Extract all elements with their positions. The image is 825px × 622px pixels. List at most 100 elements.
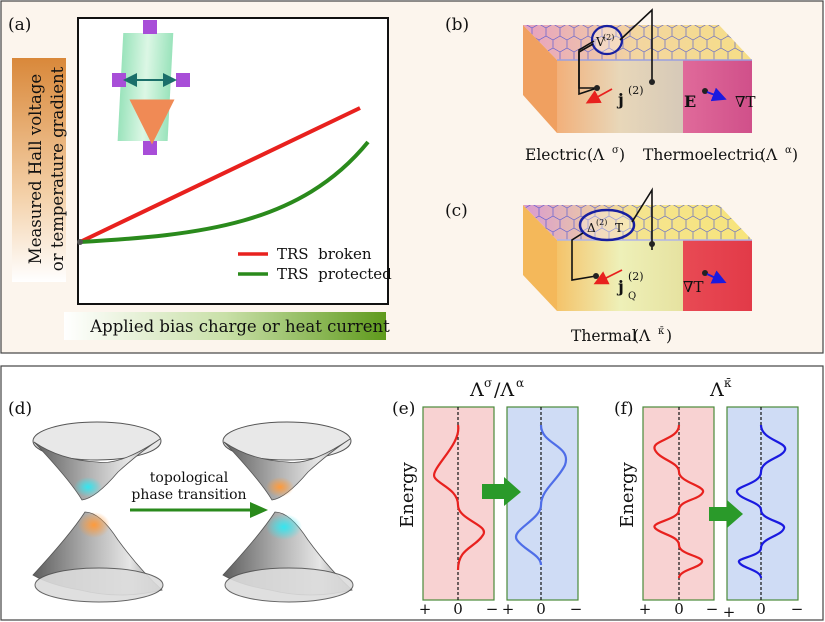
current-b-symbol: j [616,90,624,109]
slab-b-left [523,25,557,133]
voltmeter-sup: (2) [603,33,614,42]
legend-protected-label: TRS protected [277,265,392,283]
panel-f-ticks: + 0 − + 0 − [639,600,804,621]
current-c-sub: Q [628,291,636,302]
panel-e-tick-zero-right: 0 [536,600,546,618]
y-axis-gradient-bar [12,58,66,282]
caption-thermal-math: (Λ [633,327,651,345]
y-axis-label-line2: or temperature gradient [48,66,67,271]
probe-b-left [594,85,600,91]
voltmeter-circle [590,24,624,56]
panel-e-arrow [482,477,521,506]
panel-e-tick-plus-right: + [502,600,515,618]
current-arrow-b [585,88,613,104]
lower-cone-tip-orange [78,512,110,538]
transition-label-line1: topological [150,470,229,486]
panel-f-label: (f) [614,399,634,419]
panel-f-tick-plus-right: + [723,603,736,621]
slab-c-top-hex [523,205,752,240]
panel-e-ticks: + 0 − + 0 − [419,600,583,618]
field-arrow [706,87,727,102]
slab-c-front [557,240,683,311]
probe-b-field [702,88,708,94]
current-c-sup: (2) [628,270,644,283]
y-axis-label-line1: Measured Hall voltage [26,74,45,264]
caption-thermal: Thermal [571,327,637,345]
panel-f-curve-blue [735,424,787,579]
lower-cone-rim-before [34,567,164,603]
slab-c-left [523,205,557,311]
delta-sup: (2) [596,218,607,227]
panel-c-label: (c) [445,201,468,221]
delta-tail: T [615,221,623,235]
panel-f-box-right [726,406,799,601]
upper-cone-tip-orange [266,477,294,497]
panel-f-tick-zero-left: 0 [674,600,684,618]
panel-e-title-a: Λ [469,379,484,401]
bottom-contact [143,141,157,155]
caption-electric-sup: σ [612,145,619,156]
slab-c [523,205,752,311]
panel-e-title: Λ σ /Λ α [469,376,524,401]
panel-f-title-sup: κ̄ [724,376,732,390]
panel-e-ylabel: Energy [397,461,418,528]
caption-thermal-sup: κ̄ [658,326,665,337]
caption-electric-math: (Λ [587,146,605,164]
plot-frame [77,17,389,305]
gradient-c-symbol: ∇T [683,278,703,296]
panel-e-tick-minus-right: − [570,600,583,618]
panel-f-title: Λ [709,379,724,401]
panel-e-tick-zero-left: 0 [453,600,463,618]
upper-cone-tip-cyan [74,477,102,497]
upper-cone-before [33,438,161,501]
panel-f-tick-minus-right: − [791,600,804,618]
panel-e-title-b: /Λ [494,379,514,401]
panel-e-curve-blue [514,424,568,566]
transition-label-line2: phase transition [131,487,246,503]
probe-c-gradient [702,270,708,276]
caption-thermoelectric-sup: α [785,145,792,156]
hall-bar-inset [112,20,190,155]
x-axis-gradient-bar [64,312,386,340]
panel-e-title-a-sup: σ [484,376,492,390]
probe-c-right [649,241,655,247]
left-contact [112,73,126,87]
panel-e-tick-plus-left: + [419,600,432,618]
upper-cone-after [223,438,351,501]
caption-thermoelectric-close: ) [792,146,798,164]
panel-e-curve-red [433,424,486,571]
panel-e-tick-minus-left: − [486,600,499,618]
panel-f-tick-plus-left: + [639,600,652,618]
x-axis-label: Applied bias charge or heat current [89,317,390,336]
delta-symbol: Δ [587,221,596,235]
upper-cone-rim-after [222,421,352,461]
caption-thermoelectric-math: (Λ [760,146,778,164]
probe-b-right [649,79,655,85]
curves-origin-point [77,239,83,245]
current-arrow-c [593,269,623,285]
cone-pair-after [222,421,354,603]
panel-f-arrow [709,500,743,528]
trs-protected-curve [79,140,370,244]
panel-f-tick-minus-left: − [706,600,719,618]
panel-f-tick-zero-right: 0 [756,600,766,618]
panel-e-box-right [506,406,579,601]
panel-e-label: (e) [392,399,415,419]
top-contact [143,20,157,34]
right-contact [176,73,190,87]
panel-b-label: (b) [445,15,469,35]
lower-cone-tip-cyan [266,514,302,540]
panel-f-ylabel: Energy [617,461,638,528]
field-symbol: E [684,92,696,111]
gradient-arrow-c [706,270,727,284]
trs-broken-curve [79,106,361,244]
thermometer-wire [571,187,653,281]
caption-electric: Electric [525,146,586,164]
legend-broken-label: TRS broken [277,245,372,263]
slab-c-right [683,240,752,311]
transition-arrowhead [250,502,268,518]
gradient-b-symbol: ∇T [735,93,755,111]
probe-c-left [593,273,599,279]
caption-thermal-close: ) [666,327,672,345]
